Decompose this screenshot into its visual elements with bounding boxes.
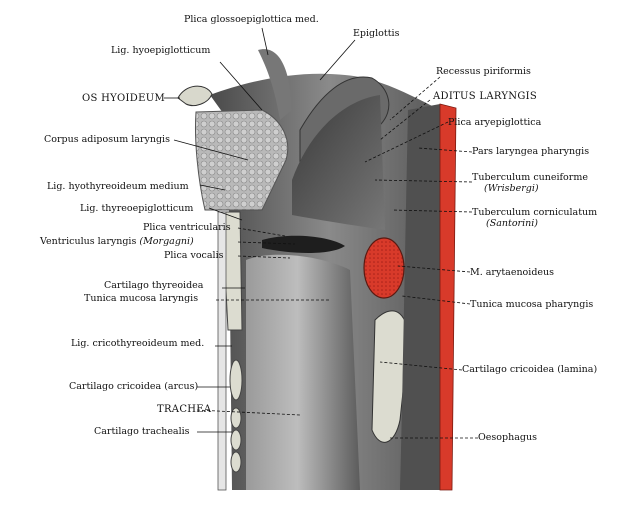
m-arytaenoideus-shape: [363, 237, 405, 299]
tracheal-ring-3: [230, 451, 242, 473]
label-ventriculus-laryngis: Ventriculus laryngis (Morgagni): [40, 236, 194, 247]
label-recessus-piriformis: Recessus piriformis: [436, 66, 531, 77]
label-tunica-mucosa-laryngis: Tunica mucosa laryngis: [84, 293, 199, 304]
morgagni-text: (Morgagni): [139, 236, 194, 247]
label-plica-vocalis: Plica vocalis: [164, 250, 224, 261]
label-m-arytaenoideus: M. arytaenoideus: [470, 267, 555, 278]
hyoid-bone: [177, 85, 213, 107]
tracheal-ring-1: [230, 407, 242, 429]
posterior-pharynx-wall: [400, 104, 448, 490]
leader-lines: [164, 27, 478, 439]
aditus-dark-region: [292, 95, 385, 230]
ventricle-opening: [262, 235, 345, 253]
label-plica-glossoepiglottica: Plica glossoepiglottica med.: [184, 14, 319, 25]
label-oesophagus: Oesophagus: [478, 432, 537, 443]
label-tunica-mucosa-pharyngis: Tunica mucosa pharyngis: [470, 299, 594, 310]
label-lig-hyoepiglotticum: Lig. hyoepiglotticum: [111, 45, 211, 56]
label-tuberculum-corniculatum: Tuberculum corniculatum: [472, 207, 598, 218]
label-lig-cricothyreoideum: Lig. cricothyreoideum med.: [71, 338, 205, 349]
label-aditus-laryngis: ADITUS LARYNGIS: [433, 91, 538, 102]
label-os-hyoideum: OS HYOIDEUM: [82, 93, 165, 104]
label-wrisbergi: (Wrisbergi): [484, 183, 539, 194]
label-tuberculum-cuneiforme: Tuberculum cuneiforme: [472, 172, 588, 183]
label-pars-laryngea: Pars laryngea pharyngis: [472, 146, 590, 157]
label-lig-hyothyreoideum: Lig. hyothyreoideum medium: [47, 181, 189, 192]
tracheal-ring-2: [230, 429, 242, 451]
anterior-wall: [217, 211, 227, 491]
ventriculus-text: Ventriculus laryngis: [40, 236, 137, 247]
label-santorini: (Santorini): [486, 218, 538, 229]
tongue-root: [258, 49, 292, 120]
label-lig-thyreoepiglotticum: Lig. thyreoepiglotticum: [80, 203, 194, 214]
label-cartilago-trachealis: Cartilago trachealis: [94, 426, 190, 437]
trachea-lumen: [246, 254, 360, 490]
label-cartilago-thyreoidea: Cartilago thyreoidea: [104, 280, 204, 291]
label-cartilago-cricoidea-arcus: Cartilago cricoidea (arcus): [69, 381, 199, 392]
corpus-adiposum: [194, 109, 289, 211]
pharyngeal-muscle-red: [439, 103, 457, 491]
label-corpus-adiposum: Corpus adiposum laryngis: [44, 134, 170, 145]
cricoid-arcus: [229, 359, 243, 401]
label-epiglottis: Epiglottis: [353, 28, 400, 39]
label-plica-ventricularis: Plica ventricularis: [143, 222, 231, 233]
label-cartilago-cricoidea-lamina: Cartilago cricoidea (lamina): [462, 364, 598, 375]
label-plica-aryepiglottica: Plica aryepiglottica: [448, 117, 542, 128]
label-trachea: TRACHEA: [157, 404, 212, 415]
